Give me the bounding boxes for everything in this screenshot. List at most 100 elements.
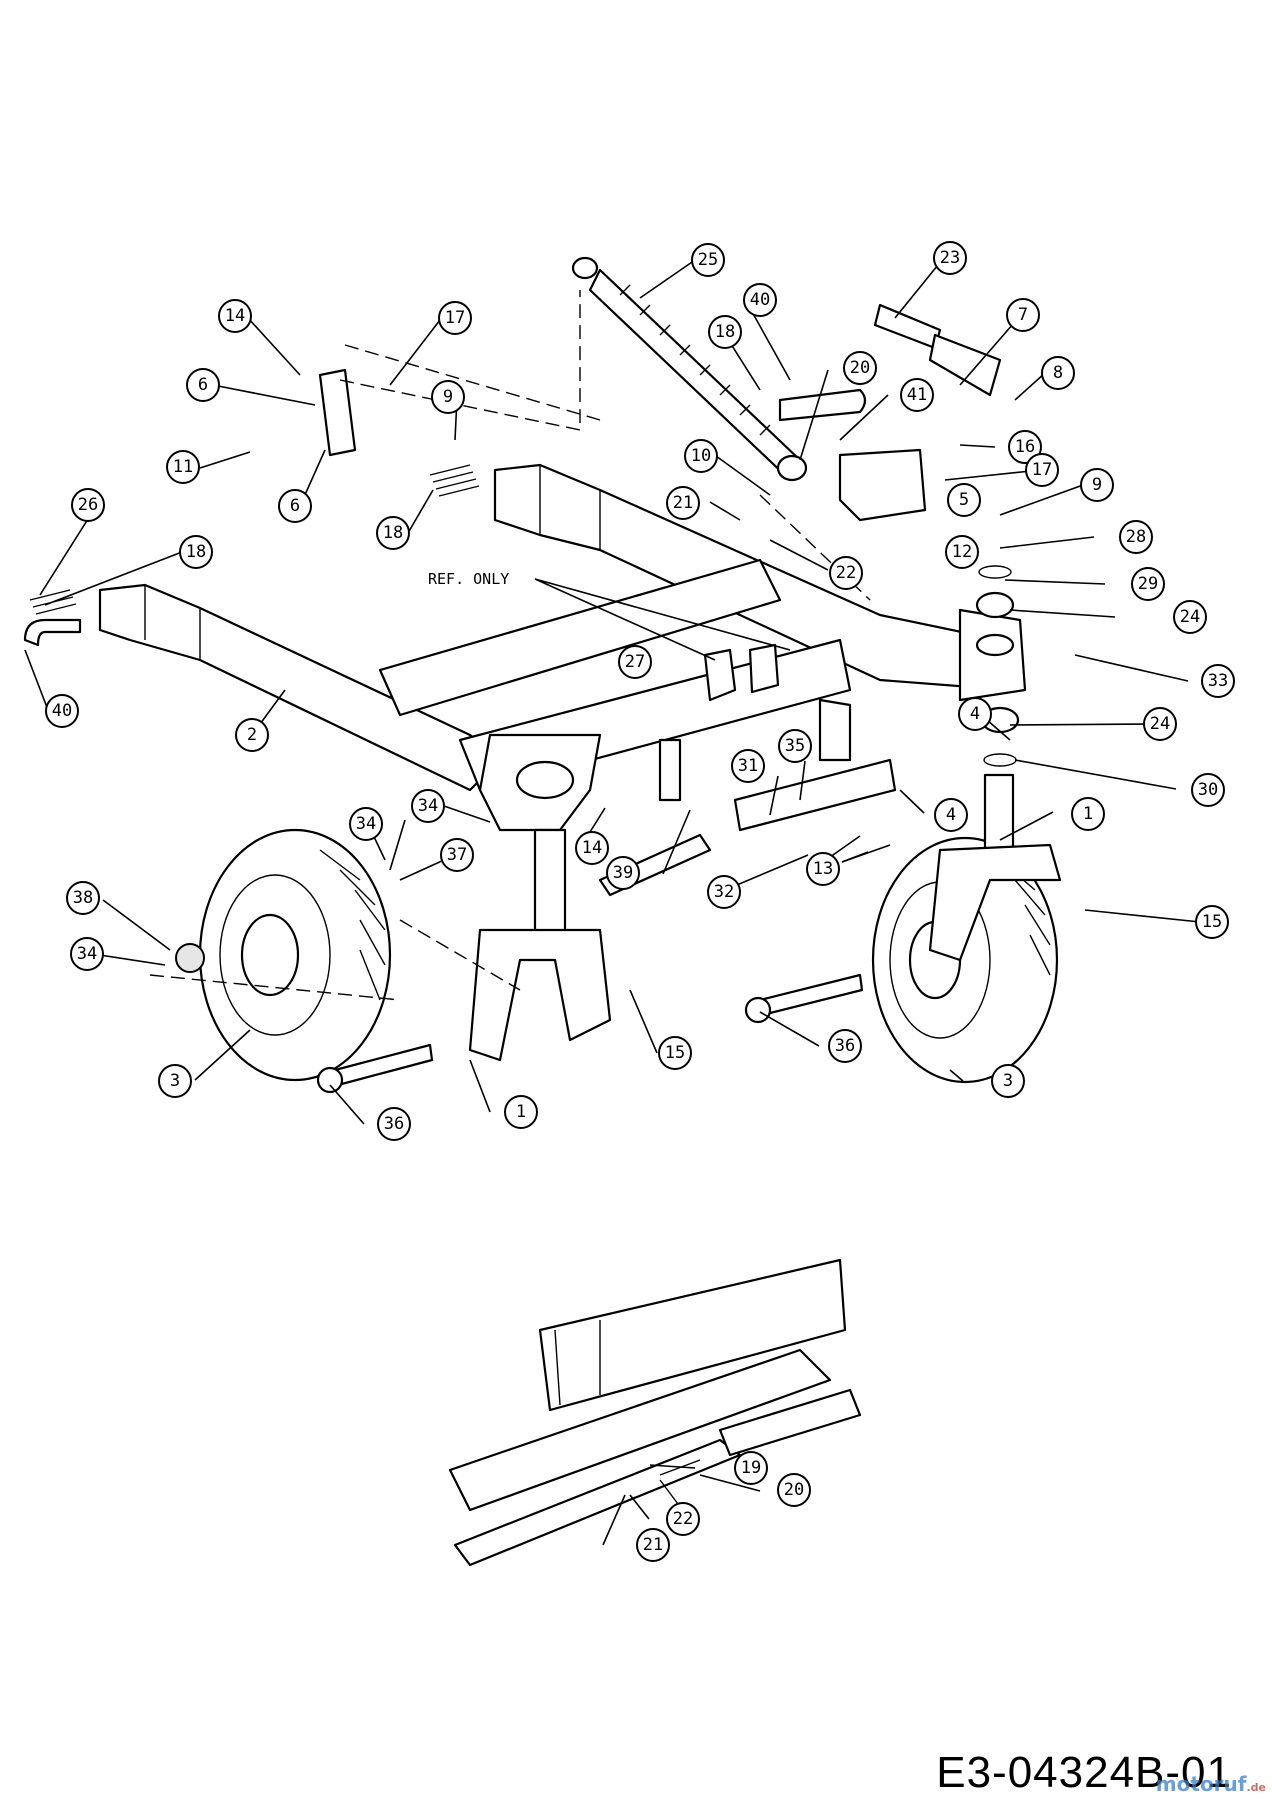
svg-text:27: 27 [625, 652, 645, 672]
callout-1: 1 [504, 1095, 538, 1129]
callout-2: 2 [235, 718, 269, 752]
svg-text:40: 40 [750, 290, 770, 310]
svg-text:2: 2 [247, 725, 257, 745]
callout-40: 40 [743, 283, 777, 317]
callout-19: 19 [734, 1451, 768, 1485]
callout-22: 22 [829, 556, 863, 590]
callout-12: 12 [945, 535, 979, 569]
callout-18: 18 [179, 535, 213, 569]
svg-text:36: 36 [835, 1036, 855, 1056]
svg-text:13: 13 [813, 859, 833, 879]
callout-3: 3 [158, 1064, 192, 1098]
callout-21: 21 [636, 1528, 670, 1562]
callout-20: 20 [777, 1473, 811, 1507]
callout-3: 3 [991, 1064, 1025, 1098]
callout-1: 1 [1071, 797, 1105, 831]
callout-33: 33 [1201, 664, 1235, 698]
svg-text:30: 30 [1198, 780, 1218, 800]
svg-text:9: 9 [1092, 475, 1102, 495]
callout-9: 9 [431, 380, 465, 414]
callout-4: 4 [958, 697, 992, 731]
svg-text:40: 40 [52, 701, 72, 721]
leader-lines [24, 259, 1201, 1546]
callout-7: 7 [1006, 298, 1040, 332]
svg-text:14: 14 [582, 838, 602, 858]
svg-text:6: 6 [198, 375, 208, 395]
callout-18: 18 [708, 315, 742, 349]
callout-40: 40 [45, 694, 79, 728]
callout-30: 30 [1191, 773, 1225, 807]
main-frame [98, 463, 1027, 832]
callout-18: 18 [376, 516, 410, 550]
caster-wheel-left [175, 828, 392, 1082]
svg-text:19: 19 [741, 1458, 761, 1478]
callout-24: 24 [1143, 707, 1177, 741]
svg-text:17: 17 [445, 308, 465, 328]
svg-text:4: 4 [946, 805, 956, 825]
callout-14: 14 [575, 831, 609, 865]
svg-text:24: 24 [1180, 607, 1200, 627]
svg-text:32: 32 [714, 882, 734, 902]
callout-28: 28 [1119, 520, 1153, 554]
svg-text:10: 10 [691, 446, 711, 466]
callout-15: 15 [1195, 905, 1229, 939]
svg-text:14: 14 [225, 306, 245, 326]
svg-text:34: 34 [356, 814, 376, 834]
callouts: 14 6 11 6 17 9 18 26 18 40 2 25 40 18 20… [45, 241, 1235, 1562]
callout-32: 32 [707, 875, 741, 909]
svg-text:1: 1 [516, 1102, 526, 1122]
callout-22: 22 [666, 1502, 700, 1536]
callout-27: 27 [618, 645, 652, 679]
svg-text:11: 11 [173, 457, 193, 477]
callout-36: 36 [377, 1107, 411, 1141]
svg-text:21: 21 [673, 493, 693, 513]
svg-text:20: 20 [850, 358, 870, 378]
svg-text:4: 4 [970, 704, 980, 724]
callout-5: 5 [947, 483, 981, 517]
svg-text:22: 22 [673, 1509, 693, 1529]
svg-text:17: 17 [1032, 460, 1052, 480]
callout-6: 6 [278, 489, 312, 523]
svg-text:33: 33 [1208, 671, 1228, 691]
svg-text:3: 3 [170, 1071, 180, 1091]
caster-fork-left [468, 828, 612, 1062]
svg-text:16: 16 [1015, 437, 1035, 457]
callout-23: 23 [933, 241, 967, 275]
svg-text:28: 28 [1126, 527, 1146, 547]
svg-text:5: 5 [959, 490, 969, 510]
callout-39: 39 [606, 856, 640, 890]
svg-text:8: 8 [1053, 363, 1063, 383]
svg-text:1: 1 [1083, 804, 1093, 824]
svg-text:18: 18 [383, 523, 403, 543]
callout-38: 38 [66, 881, 100, 915]
callout-14: 14 [218, 299, 252, 333]
callout-17: 17 [438, 301, 472, 335]
callout-35: 35 [778, 729, 812, 763]
callout-10: 10 [684, 439, 718, 473]
svg-text:36: 36 [384, 1114, 404, 1134]
ref-only-label: REF. ONLY [428, 570, 509, 588]
axle-bolts [316, 973, 864, 1094]
callout-8: 8 [1041, 356, 1075, 390]
watermark-text: motoruf [1155, 1772, 1247, 1796]
callout-25: 25 [691, 243, 725, 277]
svg-text:21: 21 [643, 1535, 663, 1555]
callout-34: 34 [70, 937, 104, 971]
callout-17: 17 [1025, 453, 1059, 487]
svg-text:25: 25 [698, 250, 718, 270]
callout-11: 11 [166, 450, 200, 484]
svg-text:35: 35 [785, 736, 805, 756]
inset-detail [448, 1258, 862, 1567]
svg-text:41: 41 [907, 385, 927, 405]
svg-text:20: 20 [784, 1480, 804, 1500]
callout-24: 24 [1173, 600, 1207, 634]
caster-wheel-right [871, 836, 1059, 1084]
svg-text:38: 38 [73, 888, 93, 908]
callout-21: 21 [666, 486, 700, 520]
svg-text:37: 37 [447, 845, 467, 865]
svg-text:15: 15 [665, 1043, 685, 1063]
watermark-logo: motoruf.de [1156, 1772, 1266, 1796]
watermark-suffix: .de [1246, 1781, 1266, 1794]
svg-text:18: 18 [715, 322, 735, 342]
